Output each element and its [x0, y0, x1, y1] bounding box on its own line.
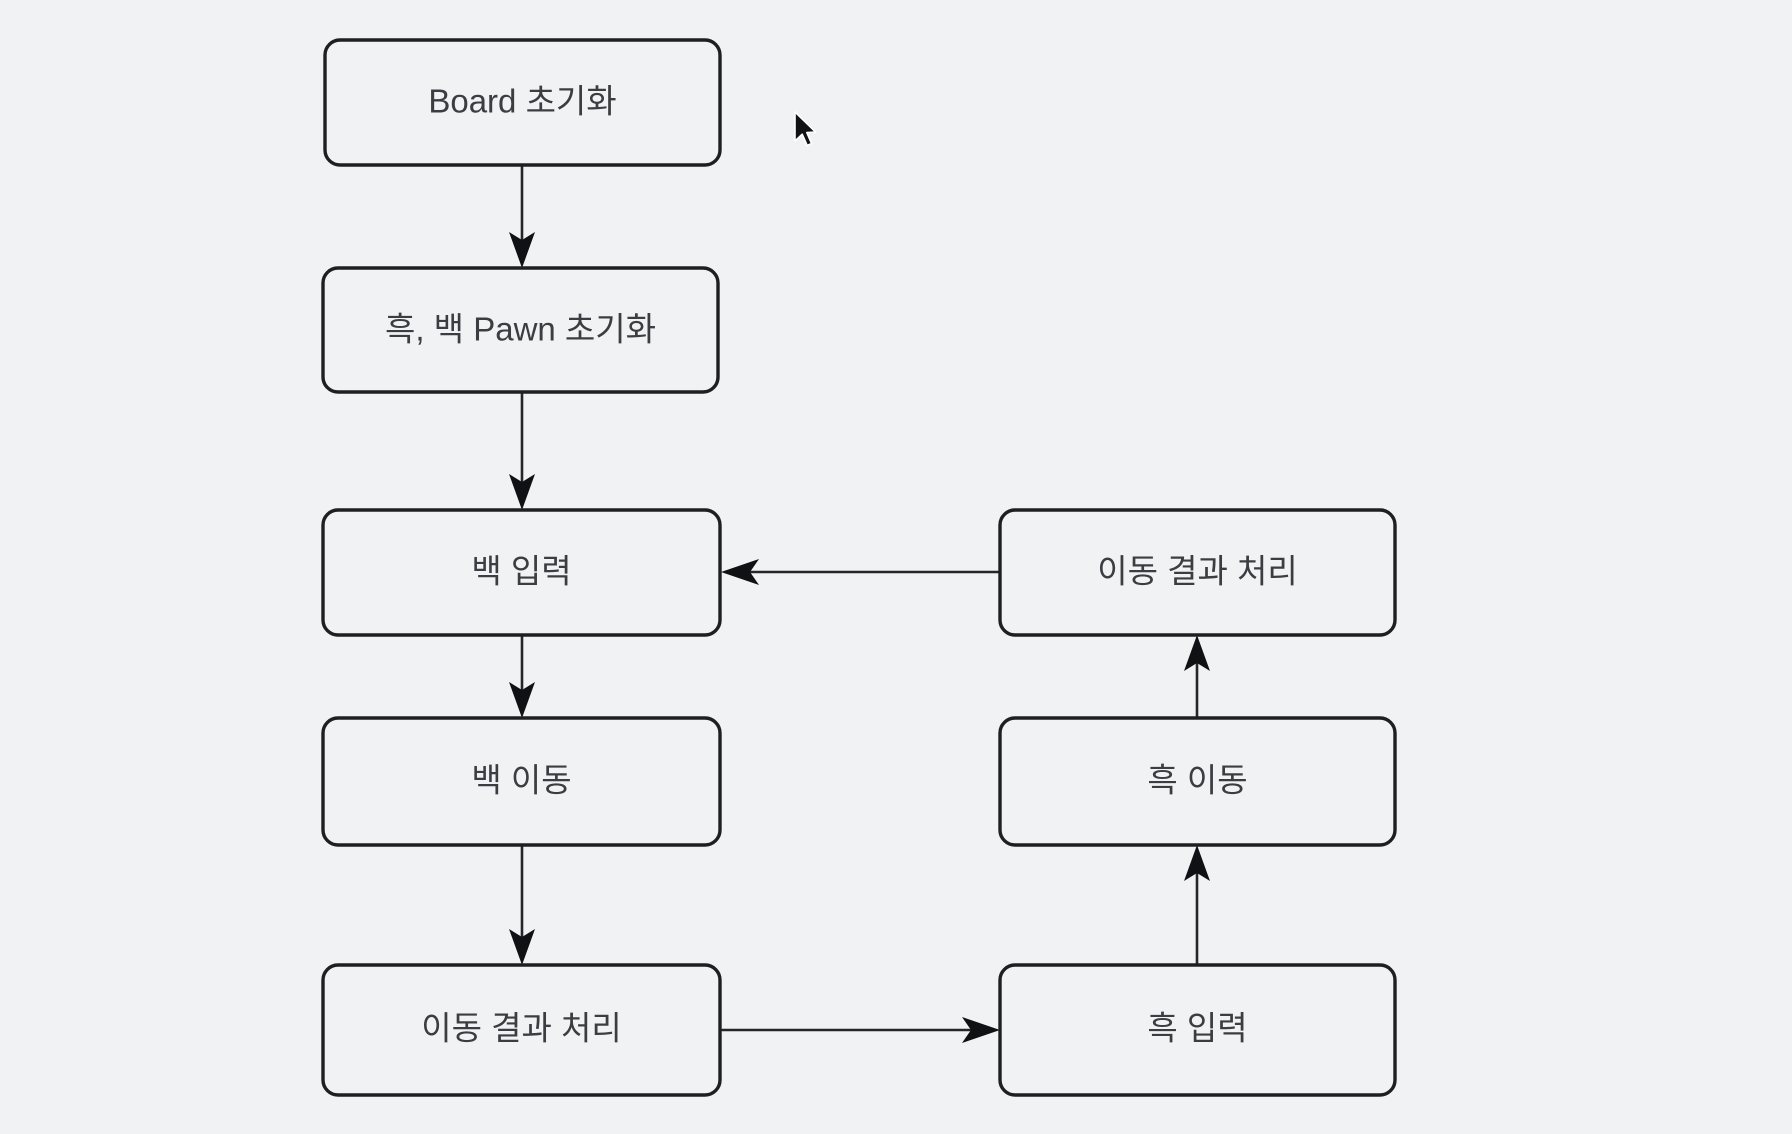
node-layer: Board 초기화 흑, 백 Pawn 초기화 백 입력 백 이동 이동 결과 … — [321, 38, 1397, 1097]
node-pawn-init[interactable]: 흑, 백 Pawn 초기화 — [321, 266, 720, 394]
node-move-result-left-shape[interactable] — [321, 963, 722, 1097]
node-black-input-shape[interactable] — [998, 963, 1397, 1097]
node-white-input-label: 백 입력 — [471, 553, 571, 590]
node-white-move[interactable]: 백 이동 — [321, 716, 722, 847]
node-white-move-label: 백 이동 — [471, 762, 571, 799]
node-white-input[interactable]: 백 입력 — [321, 508, 722, 637]
node-white-input-shape[interactable] — [321, 508, 722, 637]
edge-black-move-to-result-right — [1184, 635, 1210, 717]
node-black-input[interactable]: 흑 입력 — [998, 963, 1397, 1097]
edge-white-move-to-result-left — [509, 846, 535, 965]
edge-black-input-to-black-move — [1184, 845, 1210, 964]
node-pawn-init-label: 흑, 백 Pawn 초기화 — [385, 311, 656, 348]
node-black-input-label: 흑 입력 — [1147, 1010, 1247, 1047]
node-move-result-left[interactable]: 이동 결과 처리 — [321, 963, 722, 1097]
node-move-result-right[interactable]: 이동 결과 처리 — [998, 508, 1397, 637]
node-board-init[interactable]: Board 초기화 — [323, 38, 722, 167]
node-board-init-shape[interactable] — [323, 38, 722, 167]
node-black-move-label: 흑 이동 — [1147, 762, 1247, 799]
node-board-init-label: Board 초기화 — [428, 83, 616, 120]
edge-pawn-init-to-white-input — [509, 393, 535, 510]
edge-result-left-to-black-input — [721, 1017, 1000, 1043]
edge-white-input-to-white-move — [509, 636, 535, 718]
node-move-result-left-label: 이동 결과 처리 — [421, 1010, 622, 1047]
node-move-result-right-label: 이동 결과 처리 — [1097, 553, 1298, 590]
node-black-move[interactable]: 흑 이동 — [998, 716, 1397, 847]
node-move-result-right-shape[interactable] — [998, 508, 1397, 637]
node-white-move-shape[interactable] — [321, 716, 722, 847]
edge-result-right-to-white-input — [721, 559, 999, 585]
edge-board-init-to-pawn-init — [509, 166, 535, 268]
node-black-move-shape[interactable] — [998, 716, 1397, 847]
node-pawn-init-shape[interactable] — [321, 266, 720, 394]
edge-layer — [509, 166, 1210, 1043]
